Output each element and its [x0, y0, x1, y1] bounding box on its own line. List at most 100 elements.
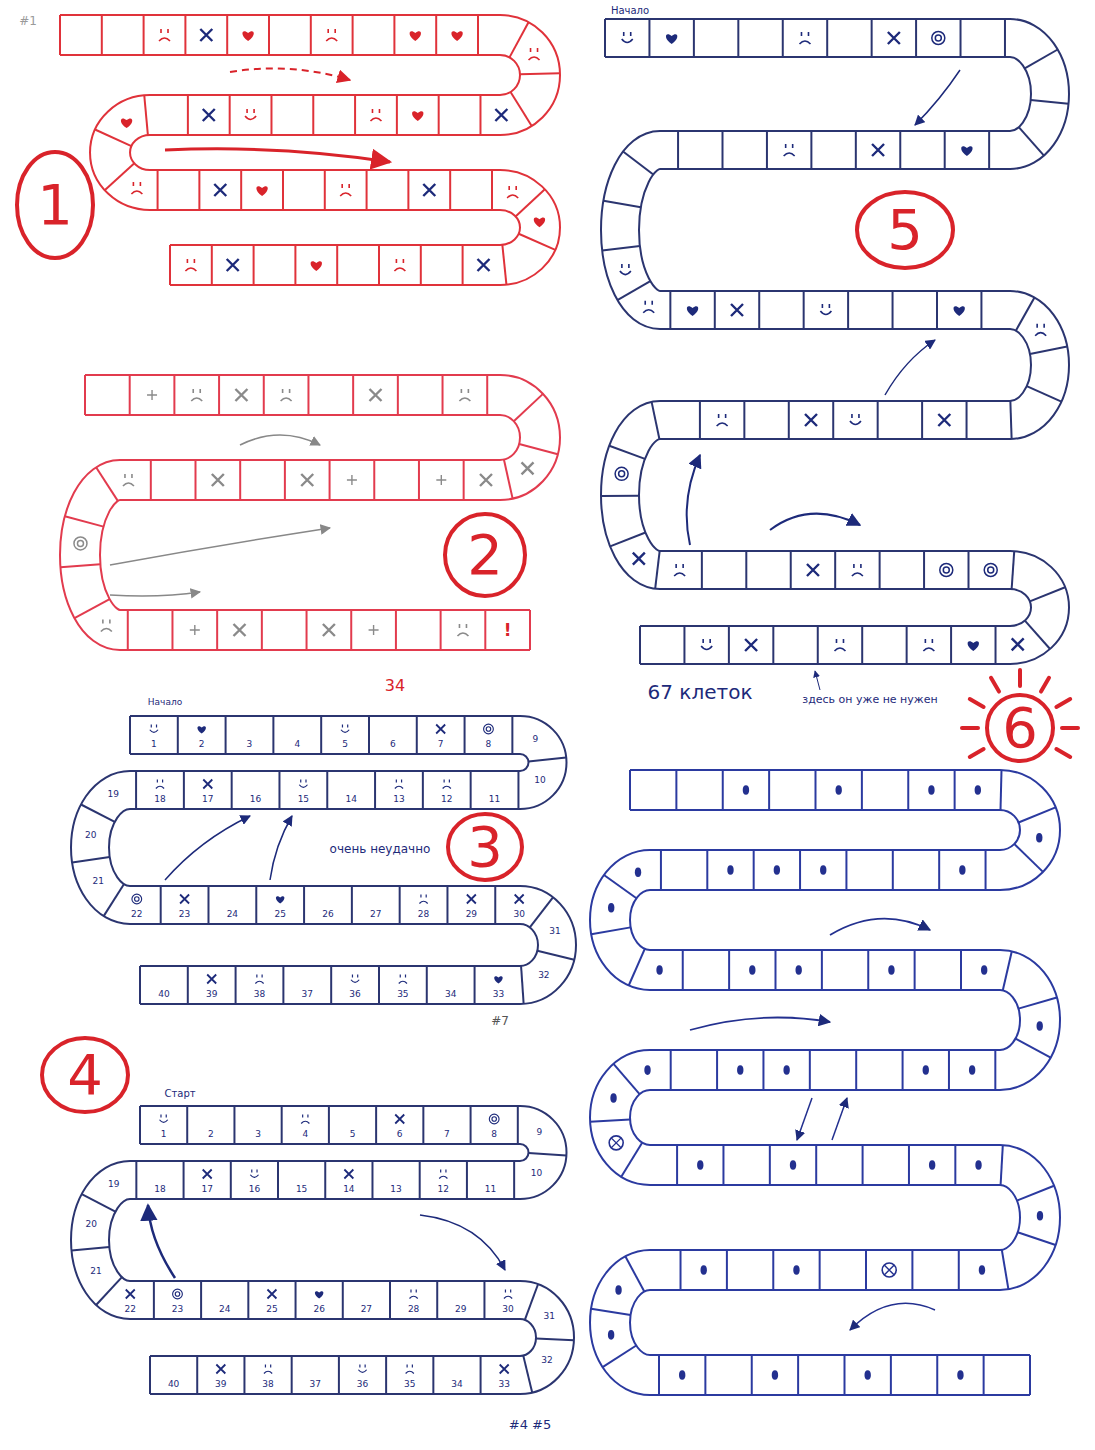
face-eyes	[372, 109, 379, 113]
cell-divider	[351, 886, 353, 924]
cell-symbol	[301, 1115, 309, 1124]
sun-ray	[991, 678, 999, 692]
cell-divider	[892, 850, 894, 890]
cell-divider	[1003, 951, 1012, 990]
cell-divider	[815, 770, 817, 810]
cell-symbol	[123, 474, 134, 486]
cell-divider	[326, 771, 328, 809]
cell-divider	[235, 966, 237, 1004]
cell-symbol	[132, 894, 142, 904]
track-path	[90, 735, 557, 985]
cell-divider	[268, 15, 270, 55]
cell-number: 30	[501, 1305, 514, 1315]
cell-divider	[81, 805, 115, 822]
move-arrow	[915, 70, 960, 125]
sad-face	[101, 629, 112, 632]
cell-symbol	[615, 467, 628, 480]
sad-face	[409, 1296, 417, 1298]
spiral-symbol	[935, 35, 941, 41]
move-arrow	[885, 340, 935, 395]
cell-divider	[470, 771, 472, 809]
cell-divider	[1001, 1145, 1003, 1185]
cell-symbol	[929, 1160, 935, 1170]
cell-divider	[604, 875, 636, 898]
cell-divider	[60, 564, 100, 567]
cell-divider	[218, 375, 220, 415]
cell-symbol	[1035, 324, 1046, 336]
heart-symbol	[256, 186, 267, 196]
board-number: 3	[467, 819, 503, 875]
track-details	[60, 15, 1069, 1395]
cell-symbol	[805, 414, 817, 426]
circled-number: 5	[855, 190, 955, 270]
happy-face	[250, 1175, 258, 1178]
crossed-circle	[884, 1265, 894, 1275]
cell-divider	[590, 1120, 630, 1122]
sad-face	[1035, 333, 1046, 336]
cell-number: 16	[248, 1185, 261, 1195]
dot-symbol	[635, 867, 641, 877]
cell-divider	[416, 716, 418, 754]
cell-symbol	[820, 304, 831, 315]
cell-divider	[282, 966, 284, 1004]
cell-symbol	[666, 34, 677, 44]
sad-face	[159, 38, 170, 41]
cell-divider	[261, 610, 263, 650]
cell-symbol	[436, 725, 445, 734]
cell-symbol	[975, 785, 981, 795]
cell-number: 19	[107, 1180, 120, 1190]
cell-number: 9	[531, 735, 539, 745]
cell-divider	[758, 291, 760, 329]
note-label: #7	[491, 1015, 509, 1028]
cell-number: 24	[218, 1305, 231, 1315]
cell-divider	[528, 757, 566, 761]
cell-symbol	[311, 261, 322, 271]
cell-symbol	[480, 474, 492, 486]
cell-divider	[826, 19, 828, 57]
cell-divider	[625, 1256, 644, 1291]
cell-divider	[613, 1064, 639, 1094]
cell-number: 17	[201, 795, 214, 805]
face-eyes	[187, 259, 194, 263]
cell-symbol	[191, 389, 202, 401]
sad-face	[852, 573, 863, 576]
cell-number: 6	[389, 740, 397, 750]
cell-symbol	[185, 259, 196, 271]
cell-divider	[683, 626, 685, 664]
cell-symbol	[395, 780, 403, 789]
track-cells	[72, 1106, 574, 1394]
note-label: Начало	[611, 5, 649, 16]
cell-symbol	[197, 726, 206, 733]
cell-number: 18	[153, 1185, 166, 1195]
cell-divider	[788, 401, 790, 439]
happy-face	[850, 421, 861, 425]
happy-face	[701, 646, 712, 650]
face-eyes	[925, 639, 932, 643]
cell-divider	[867, 950, 869, 990]
cell-symbol	[888, 965, 894, 975]
cell-symbol	[679, 1370, 685, 1380]
note-label: Старт	[164, 1088, 195, 1099]
cell-divider	[396, 95, 398, 135]
dot-symbol	[610, 1093, 616, 1103]
cell-divider	[797, 1355, 799, 1395]
cell-divider	[782, 19, 784, 57]
cross-symbol	[235, 389, 247, 401]
cell-divider	[862, 1145, 864, 1185]
cross-symbol	[805, 414, 817, 426]
cell-divider	[419, 1161, 421, 1199]
cell-symbol	[954, 306, 965, 316]
cross-symbol	[888, 32, 900, 44]
cell-divider	[960, 19, 962, 57]
spiral-symbol	[484, 724, 494, 734]
sad-face	[156, 786, 164, 788]
cell-symbol	[790, 1160, 796, 1170]
cell-divider	[753, 850, 755, 890]
cell-divider	[655, 551, 659, 589]
cell-divider	[530, 897, 553, 927]
cell-number: 9	[535, 1128, 543, 1138]
cell-number: 31	[548, 927, 561, 937]
cell-divider	[278, 771, 280, 809]
cell-divider	[198, 170, 200, 210]
